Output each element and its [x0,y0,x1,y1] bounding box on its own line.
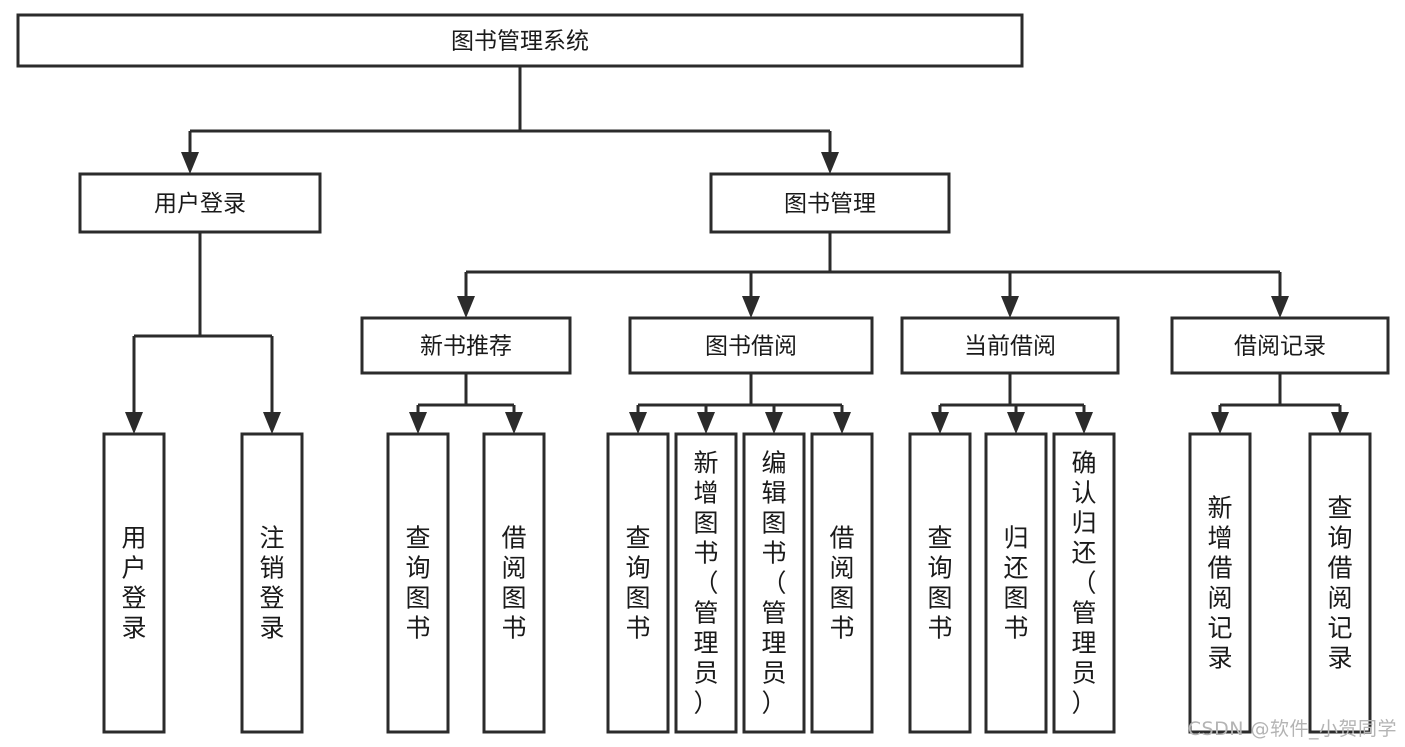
leaf-node-leaf-add-borrow-record[interactable]: 新增借阅记录 [1188,432,1252,734]
connector-arrow-icon [765,412,783,434]
node-box [1052,432,1116,734]
node-box [482,432,546,734]
leaf-label: 借阅图书 [501,524,526,643]
leaf-node-leaf-borrow-book-recommend[interactable]: 借阅图书 [482,432,546,734]
connector-arrow-icon [263,412,281,434]
connector-arrow-icon [1075,412,1093,434]
node-box [606,432,670,734]
connector-arrow-icon [1331,412,1349,434]
connector-arrow-icon [697,412,715,434]
leaf-label: 新增图书（管理员） [693,449,718,718]
connector-group-borrow-record-to-leaves [1211,373,1349,434]
connector-arrow-icon [1271,296,1289,318]
level2-node-current-borrow[interactable]: 当前借阅 [900,316,1120,375]
leaf-label: 注销登录 [259,524,284,643]
leaf-node-leaf-query-book-current[interactable]: 查询图书 [908,432,972,734]
connector-arrow-icon [931,412,949,434]
node-label: 用户登录 [154,191,246,217]
leaf-node-leaf-add-book-admin[interactable]: 新增图书（管理员） [674,432,738,734]
level2-node-book-borrow[interactable]: 图书借阅 [628,316,874,375]
connector-arrow-icon [833,412,851,434]
node-box [984,432,1048,734]
node-label: 图书管理系统 [451,29,589,55]
leaf-node-leaf-user-login[interactable]: 用户登录 [102,432,166,734]
connector-group-book-management-to-level2 [457,232,1289,318]
node-label: 当前借阅 [964,334,1056,360]
connector-group-new-book-recommend-to-leaves [409,373,523,434]
leaf-label: 新增借阅记录 [1207,494,1232,673]
connector-arrow-icon [1211,412,1229,434]
node-box [674,432,738,734]
node-box [1170,316,1390,375]
leaf-label: 查询图书 [405,524,430,643]
leaf-label: 确认归还（管理员） [1071,449,1096,718]
connector-arrow-icon [457,296,475,318]
node-label: 图书借阅 [705,334,797,360]
node-box [628,316,874,375]
connector-group-user-login-to-leaves [125,232,281,434]
leaf-label: 查询图书 [927,524,952,643]
level1-node-user-login[interactable]: 用户登录 [78,172,322,234]
leaf-label: 查询借阅记录 [1327,494,1352,673]
node-box [78,172,322,234]
csdn-watermark: CSDN @软件_小贺同学 [1187,718,1397,740]
node-label: 新书推荐 [420,334,512,360]
leaf-label: 查询图书 [625,524,650,643]
node-box [900,316,1120,375]
connector-arrow-icon [125,412,143,434]
connector-arrow-icon [821,152,839,174]
connector-arrow-icon [181,152,199,174]
leaf-label: 归还图书 [1003,524,1028,643]
connector-arrow-icon [505,412,523,434]
leaf-node-leaf-query-book-borrow[interactable]: 查询图书 [606,432,670,734]
leaf-node-leaf-return-book[interactable]: 归还图书 [984,432,1048,734]
node-box [742,432,806,734]
node-box [16,13,1024,68]
level2-node-borrow-record[interactable]: 借阅记录 [1170,316,1390,375]
level1-node-book-management[interactable]: 图书管理 [709,172,951,234]
leaf-node-leaf-edit-book-admin[interactable]: 编辑图书（管理员） [742,432,806,734]
node-box [908,432,972,734]
leaf-node-leaf-borrow-book[interactable]: 借阅图书 [810,432,874,734]
connector-arrow-icon [409,412,427,434]
node-box [709,172,951,234]
node-box [1308,432,1372,734]
level2-node-new-book-recommend[interactable]: 新书推荐 [360,316,572,375]
connector-group-book-borrow-to-leaves [629,373,851,434]
node-box [360,316,572,375]
node-box [810,432,874,734]
leaf-node-leaf-confirm-return-admin[interactable]: 确认归还（管理员） [1052,432,1116,734]
node-box [240,432,304,734]
leaf-node-leaf-logout-login[interactable]: 注销登录 [240,432,304,734]
connector-layer [125,66,1349,434]
node-label: 借阅记录 [1234,334,1326,360]
connector-arrow-icon [629,412,647,434]
node-box [1188,432,1252,734]
connector-arrow-icon [1001,296,1019,318]
leaf-label: 编辑图书（管理员） [761,449,786,718]
connector-group-current-borrow-to-leaves [931,373,1093,434]
leaf-label: 借阅图书 [829,524,854,643]
leaf-node-leaf-query-book-recommend[interactable]: 查询图书 [386,432,450,734]
connector-arrow-icon [742,296,760,318]
root-node-root[interactable]: 图书管理系统 [16,13,1024,68]
node-box [102,432,166,734]
leaf-node-leaf-query-borrow-record[interactable]: 查询借阅记录 [1308,432,1372,734]
node-box [386,432,450,734]
leaf-label: 用户登录 [121,524,146,643]
connector-arrow-icon [1007,412,1025,434]
node-label: 图书管理 [784,191,876,217]
connector-group-root-to-level1 [181,66,839,174]
